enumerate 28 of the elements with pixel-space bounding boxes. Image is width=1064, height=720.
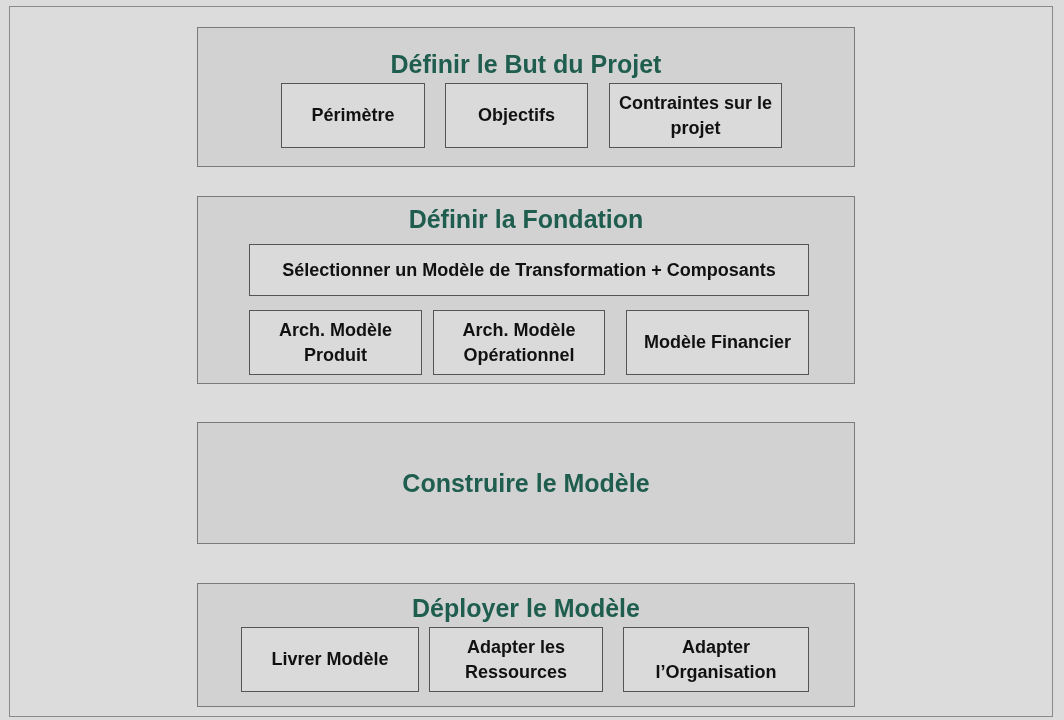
phase-title: Définir la Fondation [407, 205, 645, 233]
step-label: Livrer Modèle [270, 648, 390, 671]
step-label: Contraintes sur le projet [617, 91, 773, 140]
step-box [281, 83, 425, 148]
step-box [445, 83, 588, 148]
step-label: Adapter les Ressources [463, 635, 569, 684]
phase-panel [197, 583, 855, 707]
step-label: Adapter l’Organisation [654, 635, 778, 684]
phase-panel [197, 196, 855, 384]
step-box [626, 310, 809, 375]
step-label: Périmètre [310, 104, 396, 127]
step-label: Sélectionner un Modèle de Transformation + Composants [281, 258, 777, 282]
phase-title: Définir le But du Projet [389, 50, 663, 78]
step-label: Modèle Financier [642, 331, 792, 354]
step-box [609, 83, 782, 148]
step-label: Objectifs [477, 104, 556, 127]
step-box [241, 627, 419, 692]
step-box [623, 627, 809, 692]
step-box [429, 627, 603, 692]
step-box [249, 244, 809, 296]
phase-panel [197, 422, 855, 544]
phase-title: Déployer le Modèle [411, 594, 641, 622]
phase-title: Construire le Modèle [401, 469, 651, 497]
phase-panel [197, 27, 855, 167]
step-label: Arch. Modèle Produit [278, 318, 393, 367]
step-label: Arch. Modèle Opérationnel [461, 318, 577, 367]
step-box [433, 310, 605, 375]
step-box [249, 310, 422, 375]
